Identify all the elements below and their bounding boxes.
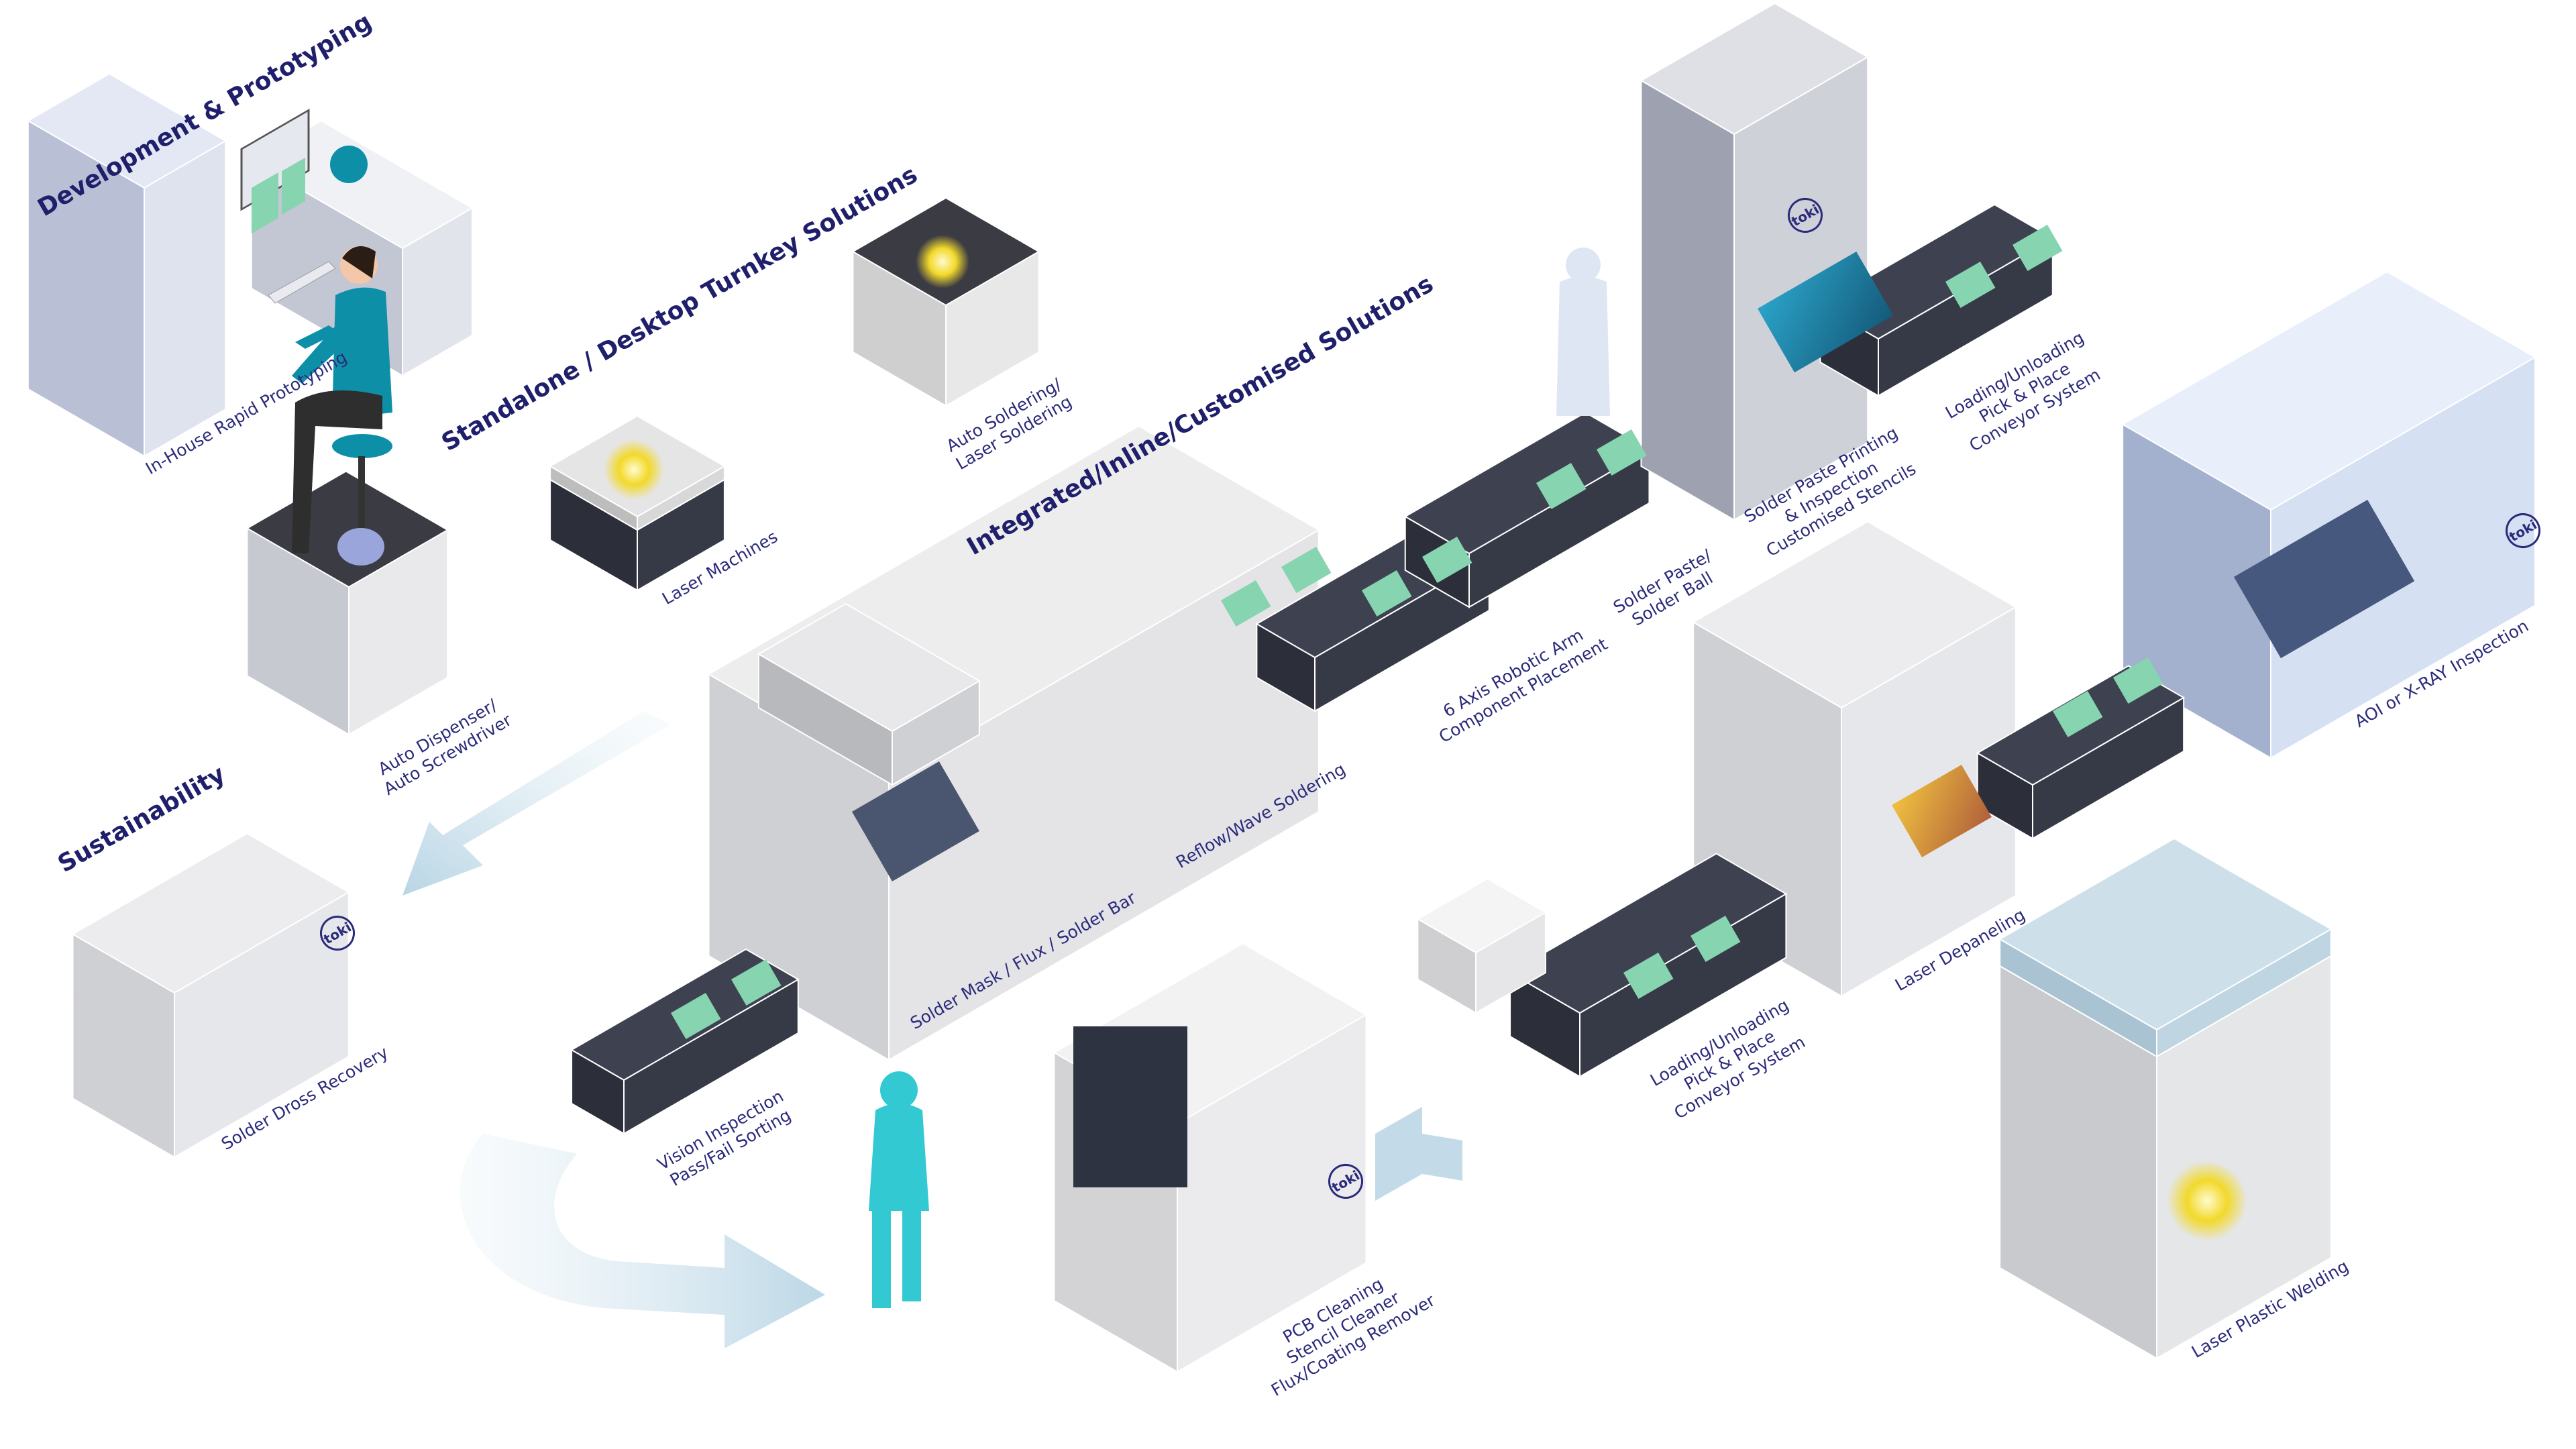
laser-glow: [2167, 1161, 2247, 1241]
aoi-window: [2234, 499, 2415, 659]
pcb-board: [670, 993, 721, 1039]
pcb-board: [1945, 262, 1996, 308]
paste-printer: [1640, 2, 1870, 521]
prototyping-cabinet-right-face: [144, 140, 227, 458]
developer-figure: [240, 109, 392, 566]
welding-hood: [1998, 837, 2332, 1058]
cleaning-chamber-window: [1073, 1026, 1187, 1187]
printer-screen: [1758, 251, 1894, 373]
pcb-board: [1220, 580, 1271, 627]
pcb-board: [1536, 463, 1587, 509]
pcb-board: [731, 959, 782, 1006]
solder-dross-recovery-top-face: [71, 833, 350, 994]
laser-glow: [916, 235, 969, 288]
auto-soldering-base: [851, 197, 1040, 407]
oven-window: [1892, 765, 1992, 857]
paste-printer-left-face: [1640, 79, 1735, 521]
pcb-board: [1281, 547, 1332, 593]
paste-printer-top-face: [1640, 2, 1870, 136]
pcb-board: [1597, 429, 1647, 476]
laser-depaneling-top-face: [1692, 521, 2017, 709]
pcb-board: [2053, 690, 2103, 737]
pcb-board: [1422, 536, 1472, 583]
pcb-board: [1623, 953, 1674, 999]
reflow-hood: [757, 602, 981, 786]
laser-glow: [604, 439, 664, 500]
cleanroom-worker-figure: [869, 248, 1610, 1308]
pcb-board: [2012, 224, 2063, 271]
prototyping-cabinet: [26, 72, 227, 458]
reflow-hood-top-face: [757, 602, 981, 733]
pcb-board: [1362, 570, 1412, 616]
reflow-window: [852, 761, 979, 881]
auto-dispenser: [246, 470, 449, 736]
robot-base: [1416, 877, 1547, 1014]
aoi-xray-inspector: [2121, 270, 2537, 759]
prototyping-cabinet-top-face: [26, 72, 227, 189]
pcb-board: [2113, 657, 2163, 704]
aoi-xray-inspector-top-face: [2121, 270, 2537, 511]
flow-arrow-to-sustainability: [402, 711, 671, 896]
robot-base-top-face: [1416, 877, 1547, 954]
flow-arrow-loop: [460, 1134, 825, 1348]
solder-dross-recovery: [71, 833, 350, 1159]
pcb-board: [1690, 916, 1741, 962]
welding-hood-top-face: [1998, 837, 2332, 1031]
flow-arrow-to-depaneling: [1375, 1107, 1462, 1201]
